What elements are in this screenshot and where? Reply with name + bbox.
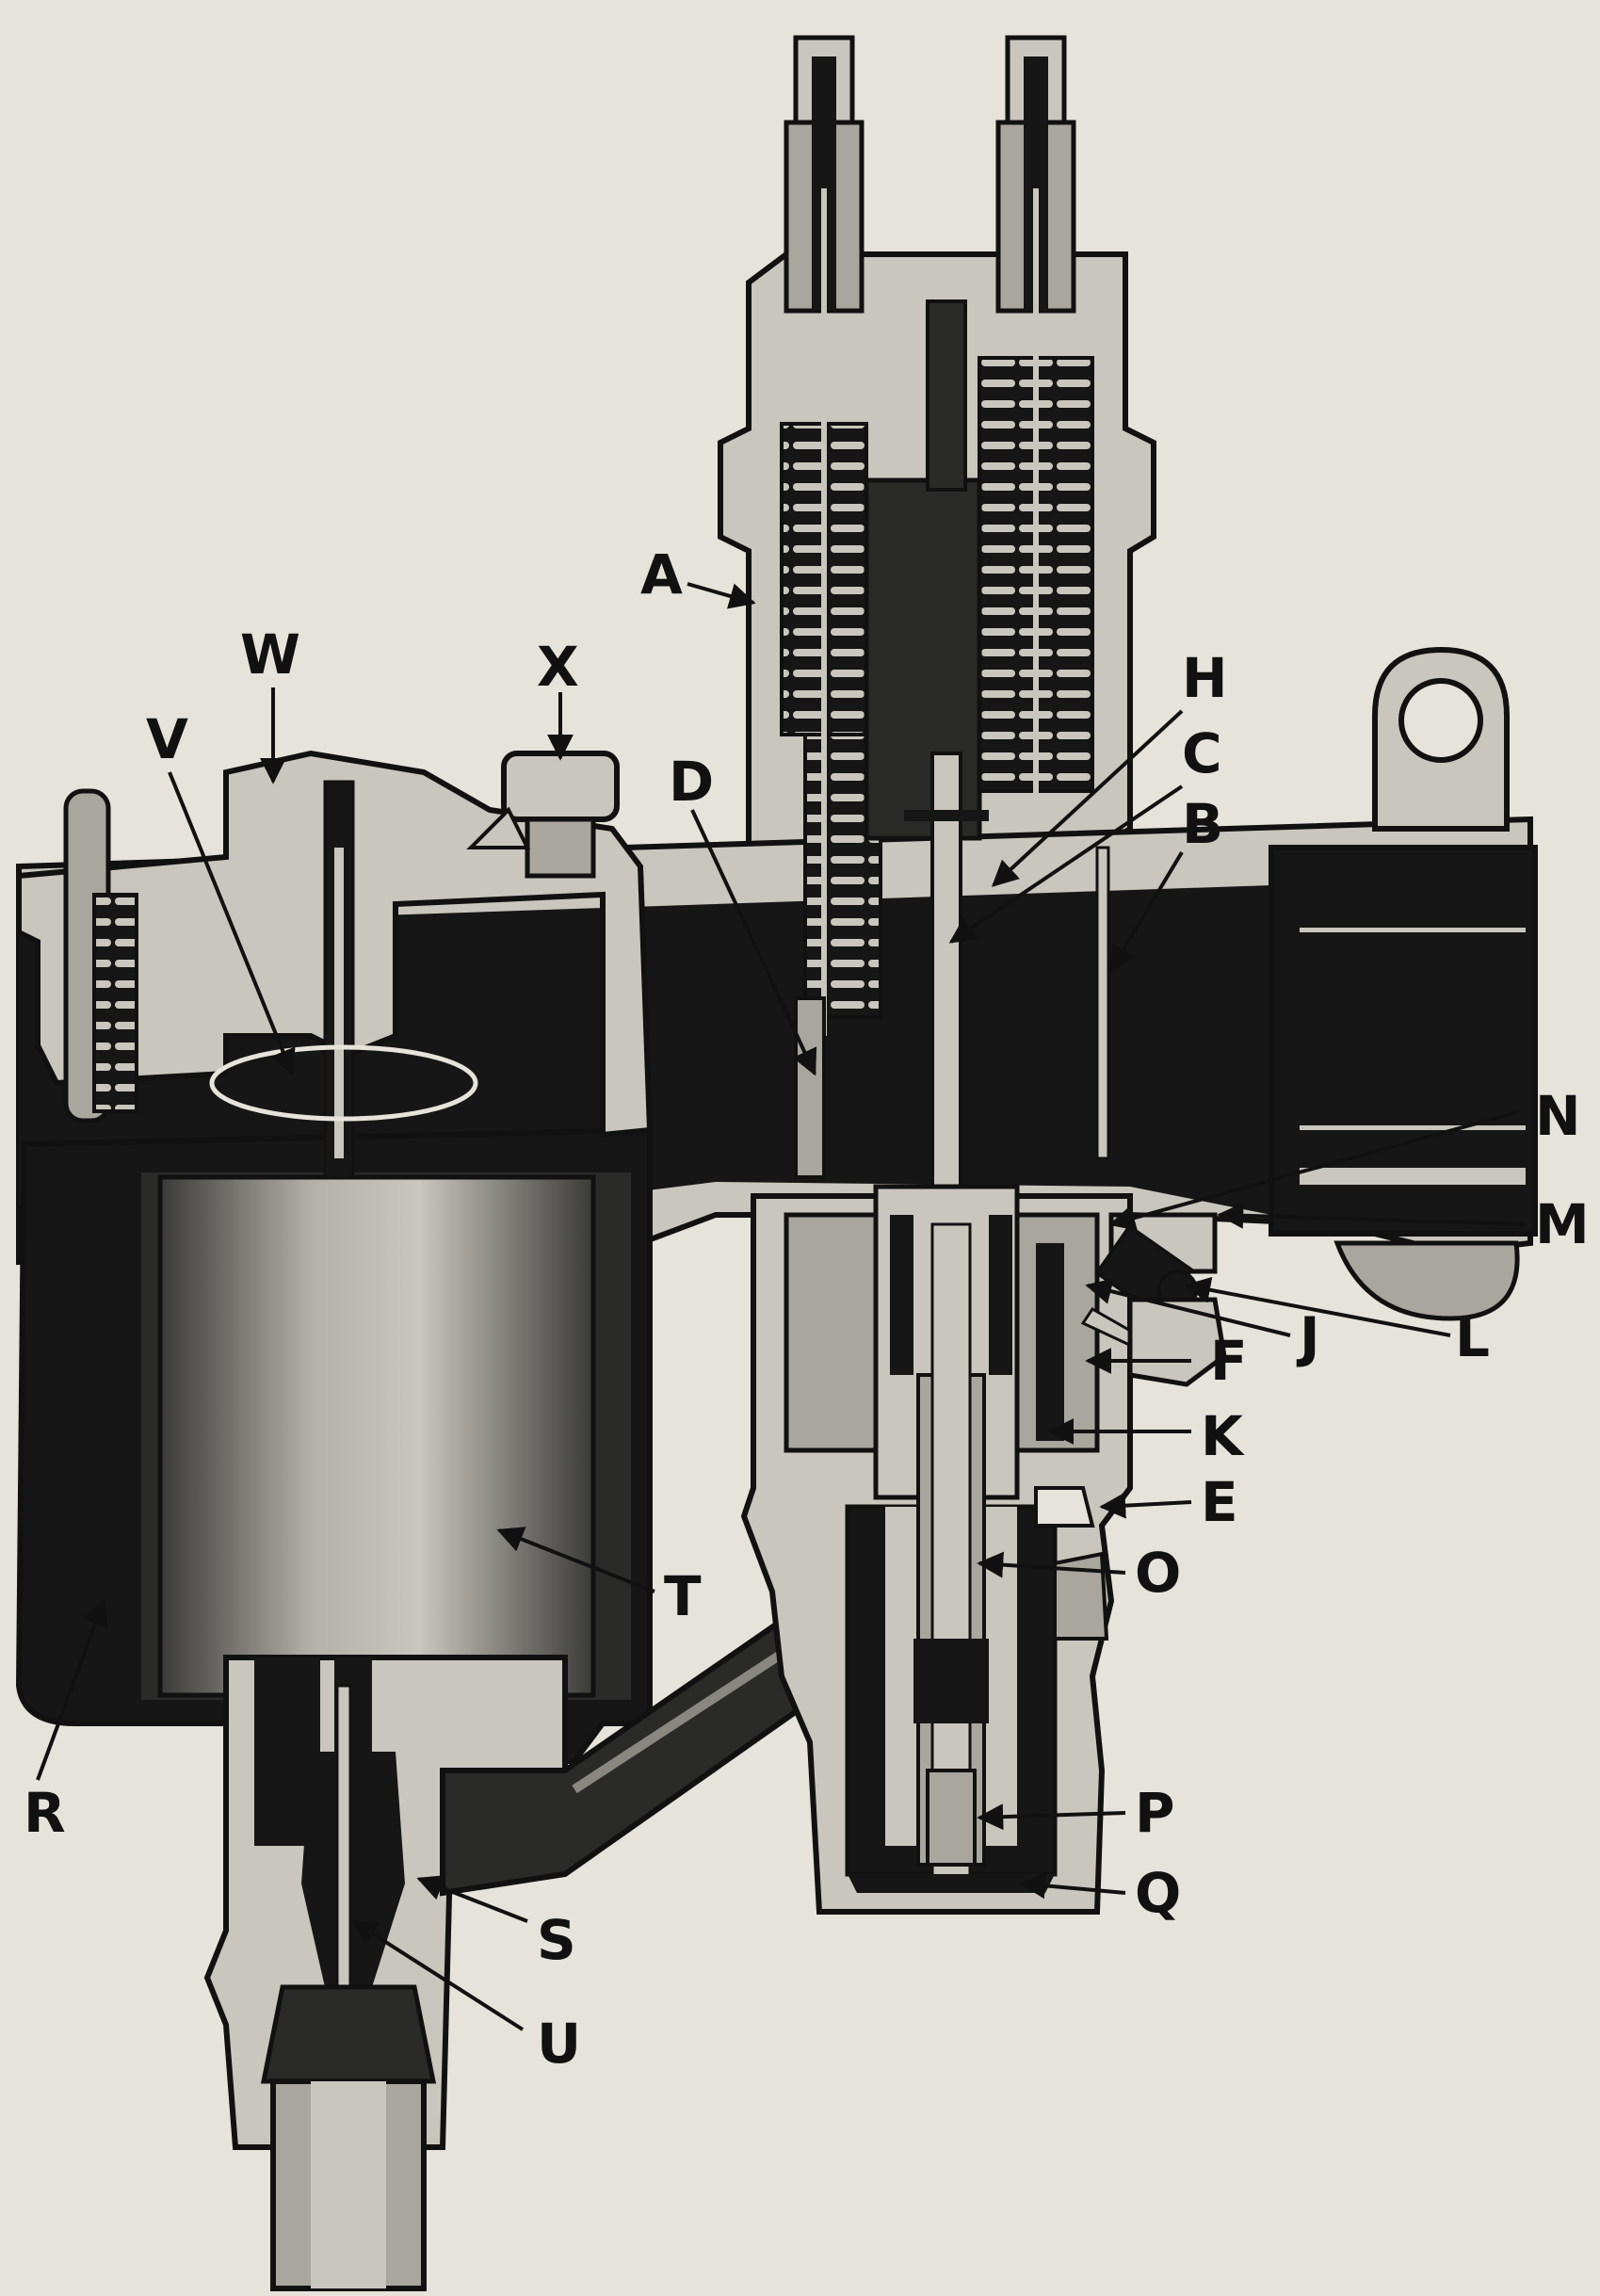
leader-D bbox=[690, 809, 817, 1076]
leader-R bbox=[36, 1598, 108, 1781]
leader-M bbox=[1217, 1202, 1527, 1229]
label-V: V bbox=[146, 707, 188, 771]
leader-P bbox=[977, 1803, 1126, 1831]
cap-screw bbox=[466, 751, 620, 879]
leader-S bbox=[416, 1875, 528, 1923]
label-R: R bbox=[24, 1781, 66, 1845]
leader-V bbox=[168, 771, 296, 1076]
label-J: J bbox=[1296, 1305, 1320, 1369]
label-N: N bbox=[1535, 1084, 1581, 1148]
leader-O bbox=[977, 1551, 1126, 1578]
mounting-lug bbox=[1372, 646, 1510, 832]
label-O: O bbox=[1135, 1541, 1181, 1605]
jet-block bbox=[740, 1184, 1227, 1915]
pilot-tube bbox=[794, 996, 826, 1179]
label-A: A bbox=[640, 542, 683, 606]
leader-B bbox=[1109, 850, 1184, 973]
leader-T bbox=[496, 1527, 655, 1593]
leader-A bbox=[687, 582, 756, 609]
float-chamber bbox=[15, 750, 842, 2291]
air-valve-tube bbox=[1095, 846, 1110, 1160]
label-U: U bbox=[537, 2012, 581, 2076]
leader-E bbox=[1099, 1492, 1192, 1519]
callout-labels bbox=[36, 582, 1527, 2031]
label-Q: Q bbox=[1135, 1861, 1181, 1925]
label-L: L bbox=[1455, 1305, 1490, 1369]
leader-Q bbox=[1019, 1872, 1126, 1900]
main-jet bbox=[926, 1769, 977, 1867]
label-E: E bbox=[1201, 1470, 1238, 1534]
label-X: X bbox=[537, 635, 579, 699]
float bbox=[160, 1177, 593, 1695]
leader-H bbox=[991, 709, 1184, 887]
leader-N bbox=[1108, 1109, 1522, 1231]
throttle-assembly bbox=[780, 35, 1110, 1264]
label-K: K bbox=[1201, 1404, 1245, 1468]
leader-C bbox=[948, 784, 1184, 944]
label-text: A B C D E F H J K L M N O P Q R S T U V … bbox=[24, 542, 1590, 2076]
label-H: H bbox=[1182, 646, 1228, 710]
label-W: W bbox=[240, 623, 300, 687]
label-M: M bbox=[1535, 1192, 1590, 1256]
leader-U bbox=[350, 1919, 525, 2031]
label-C: C bbox=[1182, 721, 1222, 785]
leader-J bbox=[1085, 1278, 1291, 1337]
label-T: T bbox=[664, 1564, 702, 1628]
label-S: S bbox=[537, 1908, 576, 1972]
tickler bbox=[63, 788, 138, 1124]
label-D: D bbox=[669, 750, 714, 814]
cable-adjuster-right bbox=[995, 35, 1076, 314]
toggle-lever bbox=[209, 1044, 478, 1122]
label-B: B bbox=[1182, 792, 1223, 856]
label-F: F bbox=[1210, 1329, 1248, 1393]
jet-plug bbox=[848, 1874, 1055, 1893]
label-P: P bbox=[1135, 1781, 1175, 1845]
leader-L bbox=[1184, 1276, 1451, 1337]
